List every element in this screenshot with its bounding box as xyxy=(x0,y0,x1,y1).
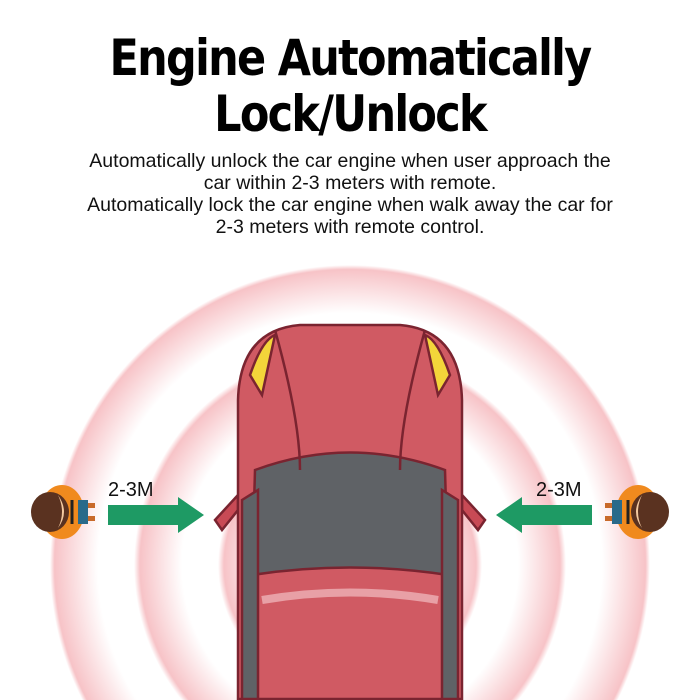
person-right-icon xyxy=(605,485,669,539)
title-line-1: Engine Automatically xyxy=(109,29,593,87)
car-icon xyxy=(213,323,487,700)
description: Automatically unlock the car engine when… xyxy=(20,150,680,238)
description-line: car within 2-3 meters with remote. xyxy=(203,172,497,194)
page-title: Engine Automatically Lock/Unlock xyxy=(0,30,700,142)
description-line: Automatically unlock the car engine when… xyxy=(89,150,611,172)
description-line: 2-3 meters with remote control. xyxy=(215,216,485,238)
person-left-icon xyxy=(31,485,95,539)
right-distance-label: 2-3M xyxy=(536,479,582,501)
arrow-left-icon xyxy=(496,497,592,533)
description-line: Automatically lock the car engine when w… xyxy=(87,194,613,216)
arrow-right-icon xyxy=(108,497,204,533)
title-line-2: Lock/Unlock xyxy=(214,85,487,143)
left-distance-label: 2-3M xyxy=(108,479,154,501)
